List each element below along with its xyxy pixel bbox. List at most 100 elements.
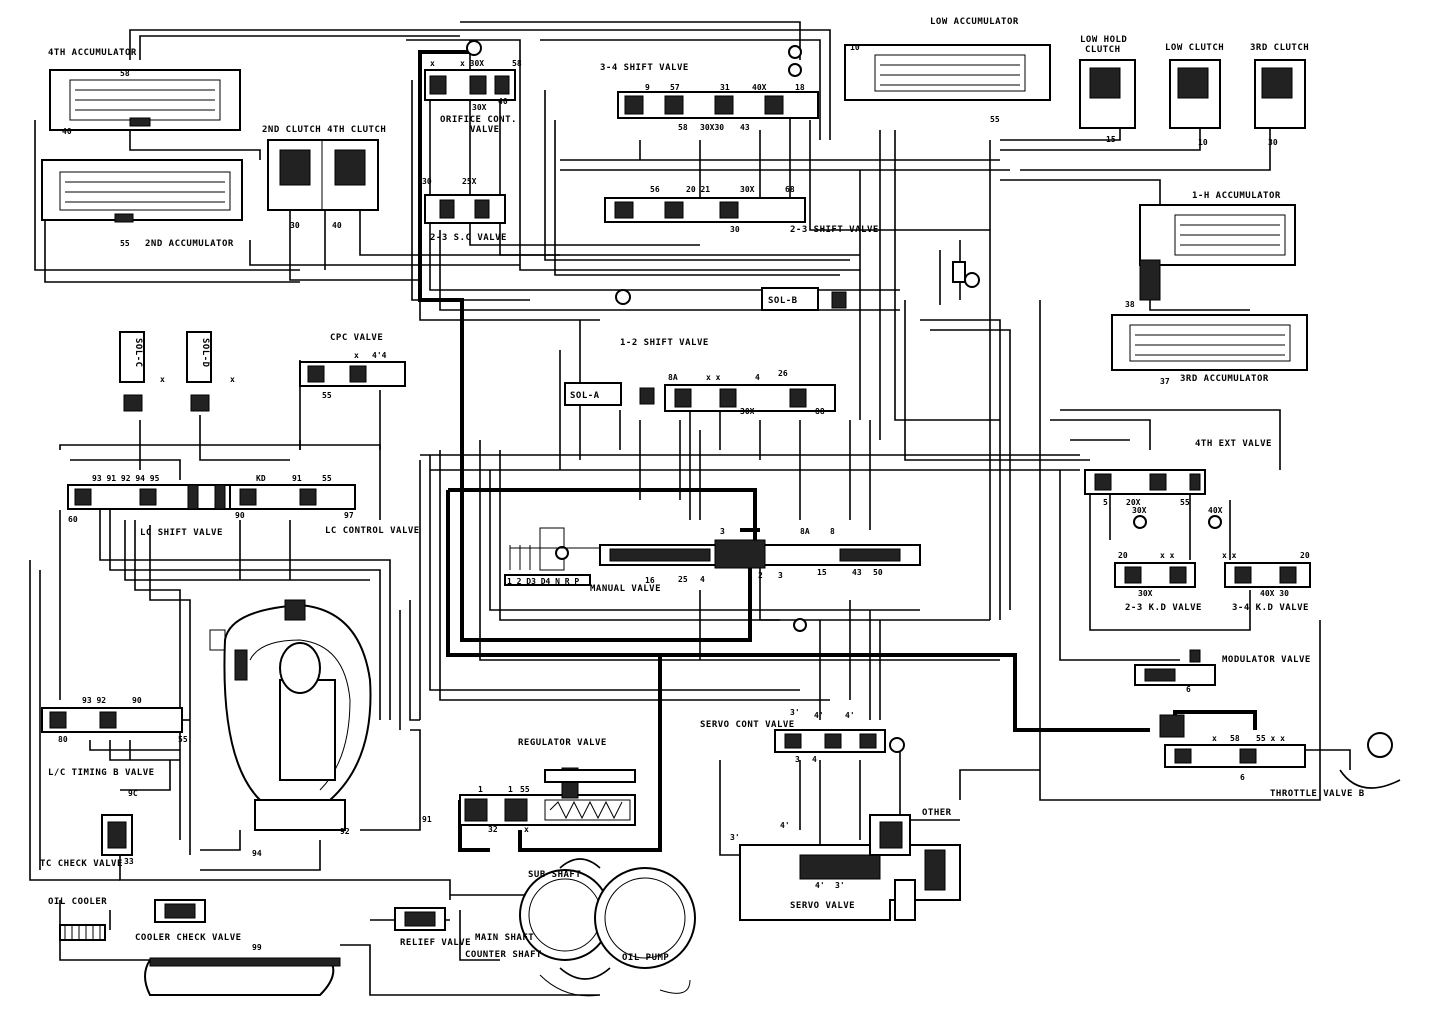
svg-text:3RD CLUTCH: 3RD CLUTCH: [1250, 43, 1309, 53]
svg-text:3': 3': [730, 833, 740, 842]
svg-text:55: 55: [322, 474, 332, 483]
svg-text:58: 58: [678, 123, 688, 132]
svg-text:CLUTCH: CLUTCH: [1085, 45, 1121, 55]
lc-timing-b-label: L/C TIMING B VALVE: [48, 768, 155, 778]
svg-text:LOW HOLD: LOW HOLD: [1080, 35, 1127, 45]
fluid-lines: [29, 21, 1321, 996]
1-2-shift-valve-label: 1-2 SHIFT VALVE: [620, 338, 709, 348]
lc-control-valve-label: LC CONTROL VALVE: [325, 526, 420, 536]
svg-text:40: 40: [498, 97, 508, 106]
solenoid-d: SOL-D x: [186, 331, 235, 412]
svg-text:VALVE: VALVE: [470, 125, 500, 135]
svg-text:8: 8: [830, 527, 835, 536]
svg-text:9C: 9C: [128, 789, 138, 798]
svg-text:30X: 30X: [740, 407, 755, 416]
svg-text:3: 3: [795, 755, 800, 764]
svg-text:55: 55: [990, 115, 1000, 124]
svg-text:40X: 40X: [752, 83, 767, 92]
tc-check-valve: 9C 33 TC CHECK VALVE: [40, 789, 138, 869]
svg-text:LOW CLUTCH: LOW CLUTCH: [1165, 43, 1224, 53]
svg-text:KD: KD: [256, 474, 266, 483]
svg-text:x: x: [354, 351, 359, 360]
2-3-sc-valve: 30 25X 2-3 S.C VALVE: [422, 177, 507, 243]
2-3-kd-valve-label: 2-3 K.D VALVE: [1125, 603, 1202, 613]
lc-control-valve: KD 91 55 97 LC CONTROL VALVE: [229, 474, 420, 536]
svg-text:93 92: 93 92: [82, 696, 106, 705]
svg-text:55: 55: [1180, 498, 1190, 507]
svg-text:25: 25: [678, 575, 688, 584]
svg-text:31: 31: [720, 83, 730, 92]
svg-text:1 2 D3 D4 N R P: 1 2 D3 D4 N R P: [507, 577, 579, 586]
2nd-4th-clutch-pack: 2ND CLUTCH 4TH CLUTCH 30 40: [262, 125, 386, 230]
svg-text:9: 9: [645, 83, 650, 92]
svg-text:SOL-A: SOL-A: [570, 391, 600, 401]
throttle-valve-b: x 58 55 x x 6 THROTTLE VALVE B: [1159, 714, 1401, 799]
modulator-valve-label: MODULATOR VALVE: [1222, 655, 1311, 665]
lc-shift-valve: 93 91 92 94 95 60 90 LC SHIFT VALVE: [67, 474, 254, 538]
svg-text:10: 10: [1198, 138, 1208, 147]
svg-text:93 91 92 94 95: 93 91 92 94 95: [92, 474, 160, 483]
1-2-shift-valve: 1-2 SHIFT VALVE 8A x x 4 26 30X 88: [620, 338, 836, 416]
orifice-control-valve: x x 30X 58 30X 40 ORIFICE CONT. VALVE: [424, 40, 522, 135]
svg-text:1: 1: [508, 785, 513, 794]
svg-text:25X: 25X: [462, 177, 477, 186]
svg-text:3: 3: [720, 527, 725, 536]
svg-text:26: 26: [778, 369, 788, 378]
svg-text:3: 3: [778, 571, 783, 580]
svg-text:92: 92: [340, 827, 350, 836]
solenoid-c: SOL-C x: [119, 331, 165, 412]
3-4-kd-valve-label: 3-4 K.D VALVE: [1232, 603, 1309, 613]
throttle-valve-b-label: THROTTLE VALVE B: [1270, 789, 1365, 799]
svg-text:30: 30: [422, 177, 432, 186]
check-balls: [788, 45, 980, 632]
2-3-shift-valve-label: 2-3 SHIFT VALVE: [790, 225, 879, 235]
servo-control-valve: SERVO CONT VALVE 3' 4' 4' 3 4: [700, 708, 905, 764]
svg-text:30: 30: [730, 225, 740, 234]
svg-text:x: x: [160, 375, 165, 384]
svg-text:91: 91: [292, 474, 302, 483]
svg-text:58: 58: [1230, 734, 1240, 743]
svg-text:38: 38: [1125, 300, 1135, 309]
2-3-kd-valve: 20 x x 30X 2-3 K.D VALVE: [1114, 551, 1202, 613]
svg-text:6: 6: [1240, 773, 1245, 782]
counter-shaft-label: COUNTER SHAFT: [465, 950, 542, 960]
svg-text:x: x: [230, 375, 235, 384]
2nd-accumulator: 2ND ACCUMULATOR 55: [41, 159, 243, 249]
svg-text:20 21: 20 21: [686, 185, 710, 194]
relief-valve-label: RELIEF VALVE: [400, 938, 471, 948]
1-h-accumulator-label: 1-H ACCUMULATOR: [1192, 191, 1281, 201]
solenoid-b: SOL-B: [615, 287, 847, 311]
svg-text:x x: x x: [1222, 551, 1237, 560]
svg-text:40: 40: [332, 221, 342, 230]
svg-text:4': 4': [845, 711, 855, 720]
2-3-sc-valve-label: 2-3 S.C VALVE: [430, 233, 507, 243]
svg-text:55: 55: [120, 239, 130, 248]
svg-text:91: 91: [422, 815, 432, 824]
svg-text:x x: x x: [1160, 551, 1175, 560]
low-accumulator: LOW ACCUMULATOR 10 55: [844, 17, 1051, 124]
4th-accumulator: 4TH ACCUMULATOR 58 40: [48, 48, 241, 136]
svg-text:43: 43: [740, 123, 750, 132]
servo-valve-label: SERVO VALVE: [790, 901, 855, 911]
servo-control-label: SERVO CONT VALVE: [700, 720, 795, 730]
svg-text:40X 30: 40X 30: [1260, 589, 1289, 598]
svg-text:30: 30: [290, 221, 300, 230]
svg-text:55: 55: [322, 391, 332, 400]
svg-text:x: x: [1212, 734, 1217, 743]
svg-text:55: 55: [520, 785, 530, 794]
oil-cooler-label: OIL COOLER: [48, 897, 107, 907]
low-clutch: LOW CLUTCH 10: [1165, 43, 1224, 147]
svg-text:SOL-D: SOL-D: [200, 338, 210, 368]
svg-text:43: 43: [852, 568, 862, 577]
svg-text:10: 10: [850, 43, 860, 52]
svg-text:18: 18: [795, 83, 805, 92]
3-4-shift-valve-label: 3-4 SHIFT VALVE: [600, 63, 689, 73]
cooler-check-valve-label: COOLER CHECK VALVE: [135, 933, 242, 943]
svg-text:4': 4': [815, 881, 825, 890]
svg-text:57: 57: [670, 83, 680, 92]
svg-text:30X: 30X: [1132, 506, 1147, 515]
svg-text:56: 56: [650, 185, 660, 194]
svg-text:37: 37: [1160, 377, 1170, 386]
svg-text:32: 32: [488, 825, 498, 834]
